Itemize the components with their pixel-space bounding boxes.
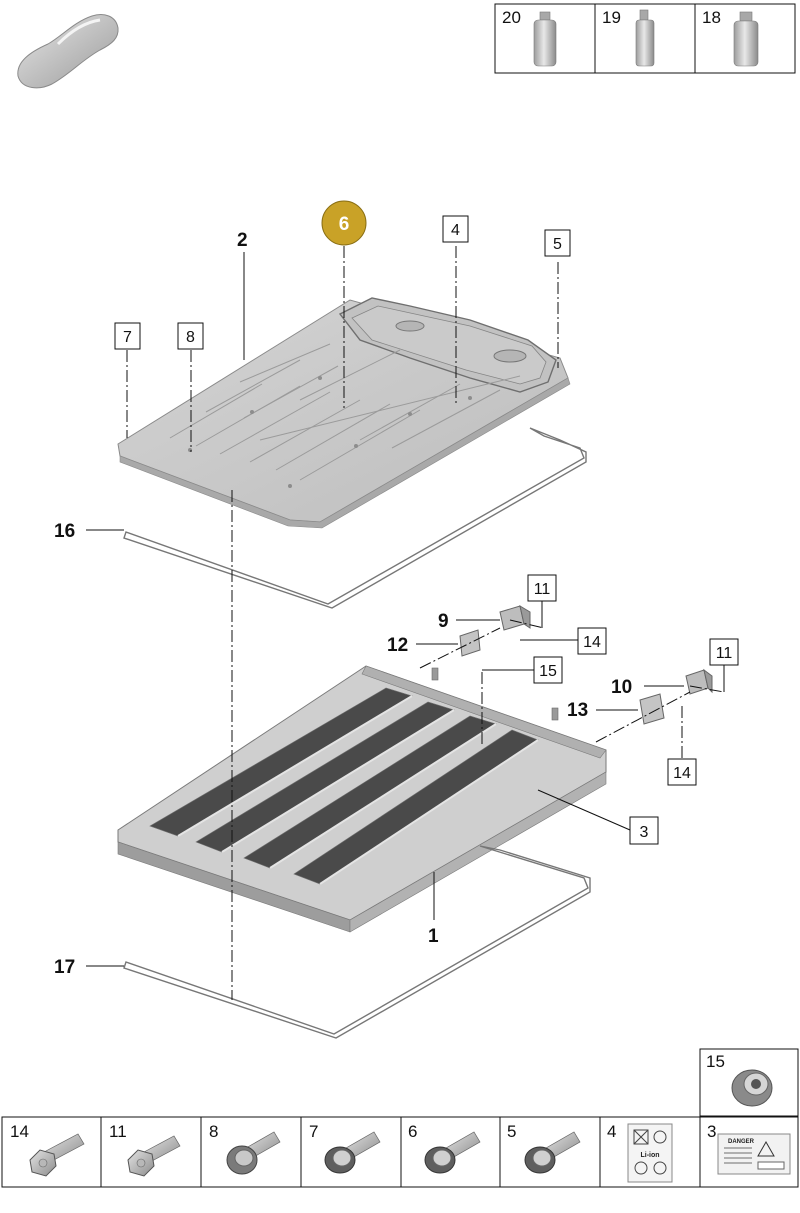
bottle-icon	[733, 11, 759, 67]
callout-11-upper[interactable]: 11	[527, 574, 557, 602]
bottom-part-cell[interactable]: 4 Li-ion	[607, 1122, 673, 1183]
bracket-9[interactable]	[499, 604, 531, 631]
bottom-part-cell[interactable]: 3 DANGER	[707, 1122, 791, 1175]
callout-12[interactable]: 12	[387, 635, 408, 656]
part-number: 14	[10, 1122, 29, 1141]
callout-label: 11	[716, 645, 733, 662]
callout-10[interactable]: 10	[611, 677, 632, 698]
callout-label: 4	[451, 222, 460, 239]
callout-1[interactable]: 1	[428, 926, 439, 947]
washer-bolt-icon	[324, 1131, 381, 1174]
grommet-icon	[731, 1069, 773, 1107]
callout-3[interactable]: 3	[629, 816, 659, 845]
callout-9[interactable]: 9	[438, 611, 449, 632]
flange-bolt-icon	[226, 1131, 281, 1175]
lower-gasket[interactable]	[123, 845, 591, 1039]
callout-label: 14	[583, 634, 601, 651]
part-number: 11	[109, 1122, 127, 1141]
callout-11-lower[interactable]: 11	[709, 638, 739, 666]
washer-bolt-icon	[424, 1131, 481, 1174]
leader-lines	[86, 252, 725, 967]
top-part-cell[interactable]: 18	[702, 8, 759, 67]
bottom-part-cell[interactable]: 8	[209, 1122, 281, 1175]
label-text: Li-ion	[640, 1152, 659, 1159]
hex-bolt-icon	[29, 1133, 85, 1177]
upper-gasket[interactable]	[123, 427, 587, 609]
callout-label: 11	[534, 581, 551, 598]
bracket-10[interactable]	[685, 668, 713, 695]
washer-bolt-icon	[524, 1131, 581, 1174]
part-number: 8	[209, 1122, 218, 1141]
callout-2[interactable]: 2	[237, 230, 248, 251]
part-number: 18	[702, 8, 721, 27]
callout-label: 3	[640, 824, 649, 841]
bottom-parts-table: 14 11 8 7	[1, 1116, 799, 1188]
top-parts-table: 20 19 18	[494, 3, 796, 74]
label-text: DANGER	[728, 1139, 755, 1145]
battery-tray[interactable]	[117, 665, 607, 933]
callout-label: 15	[539, 663, 557, 680]
part-number: 15	[706, 1052, 725, 1071]
callout-14-lower[interactable]: 14	[667, 758, 697, 786]
bottom-part-cell[interactable]: 6	[408, 1122, 481, 1174]
callout-17[interactable]: 17	[54, 957, 75, 978]
highlight-circle	[321, 200, 367, 246]
callout-label: 6	[339, 214, 350, 235]
callout-label: 14	[673, 765, 691, 782]
bottle-icon	[635, 9, 655, 67]
callout-label: 5	[553, 236, 562, 253]
callout-4[interactable]: 4	[442, 215, 469, 243]
recycling-label-icon: Li-ion	[627, 1123, 673, 1183]
bottom-part-cell[interactable]: 14	[10, 1122, 85, 1177]
callout-label: 8	[186, 329, 195, 346]
warning-label-icon: DANGER	[717, 1133, 791, 1175]
part-number: 5	[507, 1122, 516, 1141]
callout-8[interactable]: 8	[177, 322, 204, 350]
callout-16[interactable]: 16	[54, 521, 75, 542]
top-part-cell[interactable]: 19	[602, 8, 655, 67]
hex-bolt-icon	[127, 1135, 181, 1177]
vehicle-silhouette-icon	[17, 14, 119, 89]
callout-5[interactable]: 5	[544, 229, 571, 257]
part-number: 4	[607, 1122, 616, 1141]
callout-15[interactable]: 15	[533, 656, 563, 684]
part-number: 19	[602, 8, 621, 27]
callout-label: 7	[123, 329, 132, 346]
bracket-13[interactable]	[639, 693, 665, 725]
callout-14-upper[interactable]: 14	[577, 627, 607, 655]
part-number: 7	[309, 1122, 318, 1141]
callout-6-highlighted[interactable]: 6	[321, 200, 367, 246]
part-number: 6	[408, 1122, 417, 1141]
part-number: 3	[707, 1122, 716, 1141]
callout-13[interactable]: 13	[567, 700, 588, 721]
bottom-part-cell[interactable]: 5	[507, 1122, 581, 1174]
assembly-lines	[126, 246, 725, 1000]
bottom-part-cell[interactable]: 7	[309, 1122, 381, 1174]
top-part-cell[interactable]: 20	[502, 8, 557, 67]
extra-part-cell[interactable]: 15	[699, 1048, 799, 1117]
bottle-icon	[533, 11, 557, 67]
bottom-part-cell[interactable]: 11	[109, 1122, 181, 1177]
part-number: 20	[502, 8, 521, 27]
callout-7[interactable]: 7	[114, 322, 141, 350]
